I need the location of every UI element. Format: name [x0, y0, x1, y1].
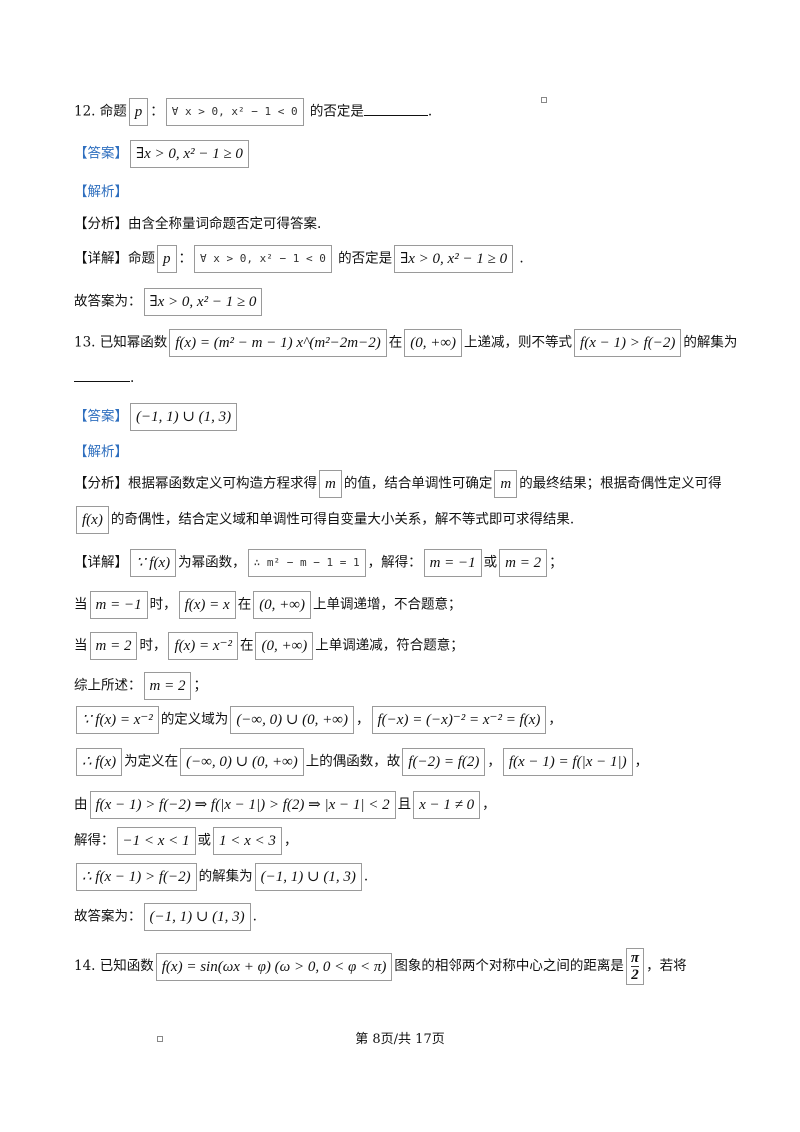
math-expr: m = −1	[89, 591, 148, 619]
math-expr: ∴ f(x)	[76, 748, 123, 776]
q13-blank-line: .	[74, 366, 134, 390]
math-power-function: f(x) = (m² − m − 1) x^(m²−2m−2)	[169, 329, 387, 357]
math-expr: f(x) = x⁻²	[168, 632, 238, 660]
q13-fenxi-2: f(x)的奇偶性，结合定义域和单调性可得自变量大小关系，解不等式即可求得结果.	[74, 506, 574, 534]
marker-dot	[541, 97, 547, 103]
math-answer: (−1, 1) ∪ (1, 3)	[130, 403, 238, 431]
answer-blank	[363, 101, 428, 116]
math-expr: x − 1 ≠ 0	[413, 791, 481, 819]
math-expr: f(x − 1) = f(|x − 1|)	[502, 748, 633, 776]
q13-detail-1: 【详解】∵ f(x)为幂函数，∴ m² − m − 1 = 1，解得：m = −…	[74, 549, 563, 577]
math-p: p	[157, 245, 177, 273]
math-expr: ∴ f(x − 1) > f(−2)	[76, 863, 197, 891]
fraction-numerator: π	[630, 950, 640, 966]
analysis-tag: 【解析】	[74, 184, 128, 200]
marker-dot	[157, 1036, 163, 1042]
answer-blank	[74, 367, 130, 382]
q13-final: 故答案为：(−1, 1) ∪ (1, 3).	[74, 903, 257, 931]
math-interval: (0, +∞)	[404, 329, 463, 357]
q13-detail-9: ∴ f(x − 1) > f(−2)的解集为(−1, 1) ∪ (1, 3).	[74, 863, 368, 891]
math-expr: (−∞, 0) ∪ (0, +∞)	[230, 706, 354, 734]
math-negation: ∃x > 0, x² − 1 ≥ 0	[394, 245, 514, 273]
math-final: ∃x > 0, x² − 1 ≥ 0	[143, 288, 263, 316]
math-expr: ∵ f(x)	[130, 549, 177, 577]
answer-tag: 【答案】	[74, 145, 128, 162]
math-expr: f(−x) = (−x)⁻² = x⁻² = f(x)	[371, 706, 547, 734]
math-proposition: ∀ x > 0, x² − 1 < 0	[165, 98, 304, 126]
page-footer: 第 8页/共 17页	[355, 1032, 445, 1047]
q13-answer: 【答案】(−1, 1) ∪ (1, 3)	[74, 403, 239, 431]
math-expr: m = −1	[423, 549, 482, 577]
math-expr: f(−2) = f(2)	[402, 748, 486, 776]
math-expr: f(x − 1) > f(−2) ⇒ f(|x − 1|) > f(2) ⇒ |…	[89, 791, 396, 819]
analysis-tag: 【解析】	[74, 444, 128, 460]
q12-fenxi: 【分析】由含全称量词命题否定可得答案.	[74, 216, 322, 232]
q13-detail-4: 综上所述：m = 2；	[74, 672, 207, 700]
math-expr: m = 2	[499, 549, 548, 577]
math-expr: m = 2	[143, 672, 192, 700]
math-expr: m = 2	[89, 632, 138, 660]
q12-analysis: 【解析】	[74, 180, 128, 204]
math-expr: (−∞, 0) ∪ (0, +∞)	[180, 748, 304, 776]
math-proposition: ∀ x > 0, x² − 1 < 0	[194, 245, 332, 273]
math-inequality: f(x − 1) > f(−2)	[574, 329, 682, 357]
math-expr: (0, +∞)	[253, 591, 311, 619]
answer-tag: 【答案】	[74, 408, 128, 425]
math-expr: ∵ f(x) = x⁻²	[76, 706, 159, 734]
math-m: m	[319, 470, 342, 498]
math-expr: 1 < x < 3	[213, 827, 282, 855]
math-expr: (0, +∞)	[255, 632, 314, 660]
math-p: p	[128, 98, 149, 126]
math-expr: (−1, 1) ∪ (1, 3)	[254, 863, 362, 891]
math-function: f(x) = sin(ωx + φ) (ω > 0, 0 < φ < π)	[155, 952, 393, 981]
q12-final: 故答案为：∃x > 0, x² − 1 ≥ 0	[74, 288, 264, 316]
math-fx: f(x)	[76, 506, 109, 534]
math-expr: f(x) = x	[178, 591, 236, 619]
math-expr: −1 < x < 1	[116, 827, 196, 855]
math-expr: ∴ m² − m − 1 = 1	[247, 549, 366, 577]
q13-analysis: 【解析】	[74, 440, 128, 464]
q12-answer: 【答案】∃x > 0, x² − 1 ≥ 0	[74, 140, 251, 168]
math-answer: ∃x > 0, x² − 1 ≥ 0	[130, 140, 249, 168]
math-final: (−1, 1) ∪ (1, 3)	[143, 903, 251, 931]
fraction-denominator: 2	[630, 966, 640, 983]
math-m: m	[494, 470, 518, 498]
